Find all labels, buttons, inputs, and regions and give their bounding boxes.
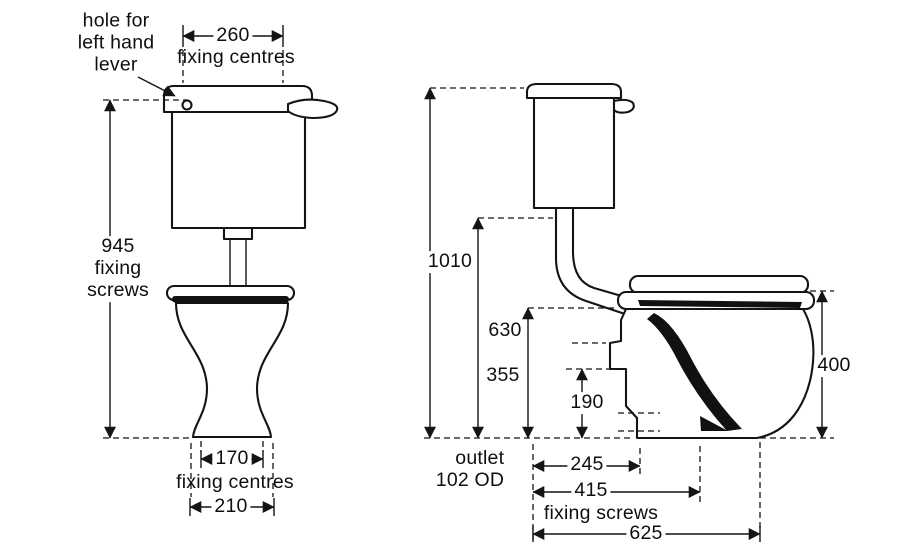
- cistern-body-side: [532, 96, 616, 210]
- dim-170-value: 170: [212, 447, 252, 470]
- cistern-body-front: [170, 110, 307, 230]
- cistern-lid-side: [525, 82, 623, 100]
- flush-lever-front: [286, 98, 339, 120]
- lever-hole: [181, 99, 193, 111]
- dim-415-label: fixing screws: [540, 502, 662, 525]
- front-view: [162, 84, 339, 439]
- dim-260-value: 260: [213, 24, 253, 47]
- side-view: [525, 82, 816, 440]
- dim-400-value: 400: [814, 354, 854, 377]
- bowl-front: [174, 301, 290, 439]
- dim-630-value: 630: [485, 319, 525, 342]
- dim-260-label: fixing centres: [177, 46, 295, 69]
- dim-945-label: fixing screws: [84, 257, 152, 302]
- dim-415: [532, 446, 701, 502]
- dim-355-value: 355: [483, 364, 523, 387]
- dim-190-value: 190: [567, 391, 607, 414]
- flush-lever-side: [612, 98, 635, 114]
- lever-hole-note: hole for left hand lever: [77, 9, 155, 75]
- outlet-note: outlet 102 OD: [435, 447, 505, 491]
- flush-pipe-coupling-front: [222, 226, 254, 241]
- dim-415-value: 415: [571, 479, 611, 502]
- outlet-wedge: [700, 416, 728, 431]
- pan-body-side: [608, 307, 815, 440]
- dim-625-value: 625: [626, 522, 666, 545]
- dim-630: [472, 217, 553, 439]
- dim-245-value: 245: [567, 453, 607, 476]
- dim-945-value: 945: [98, 235, 138, 258]
- dim-355: [522, 307, 614, 439]
- seat-shadow-front: [172, 296, 289, 303]
- rim-shadow-side: [638, 300, 802, 308]
- seat-side: [628, 274, 810, 295]
- lever-note-arrow: [137, 76, 176, 97]
- dim-210-value: 210: [211, 495, 251, 518]
- dim-1010-value: 1010: [424, 250, 476, 273]
- trap-shadow: [647, 313, 742, 431]
- dim-170-label: fixing centres: [176, 471, 294, 494]
